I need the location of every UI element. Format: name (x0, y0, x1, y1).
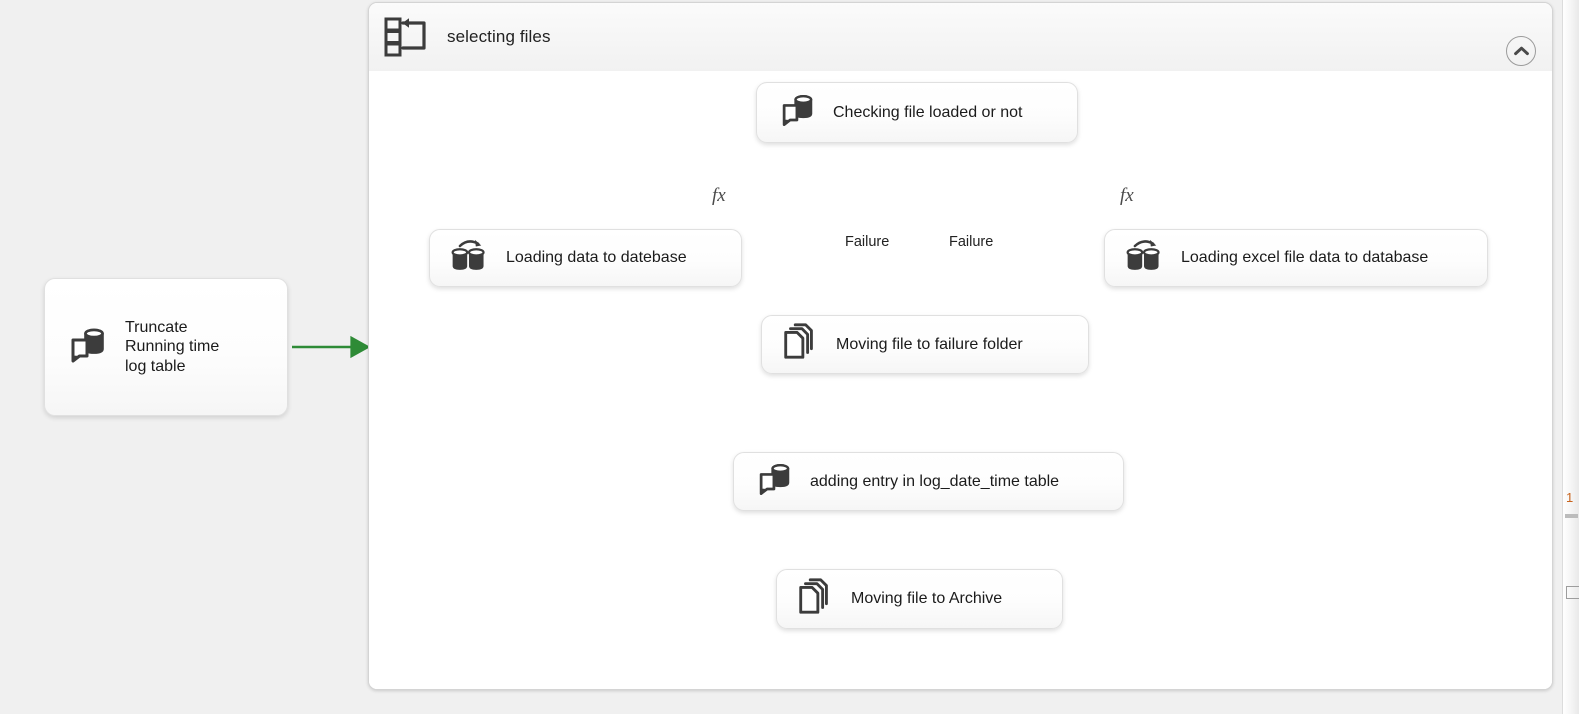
edge-label-fx-left: fx (712, 185, 726, 206)
edge-label-failure-left: Failure (845, 234, 890, 250)
right-panel-divider (1565, 514, 1578, 518)
database-transfer-icon (448, 236, 490, 281)
group-header: selecting files (369, 3, 1552, 72)
file-database-icon (63, 322, 109, 373)
node-label: Moving file to Archive (851, 590, 1003, 608)
node-moving-file-to-failure-folder[interactable]: Moving file to failure folder (761, 315, 1089, 374)
right-panel-number: 1 (1566, 490, 1574, 505)
node-moving-file-to-archive[interactable]: Moving file to Archive (776, 569, 1063, 629)
chevron-up-icon (1513, 46, 1529, 56)
node-loading-excel-file-data-to-database[interactable]: Loading excel file data to database (1104, 229, 1488, 287)
file-database-icon (752, 458, 794, 505)
node-label: Loading data to datebase (506, 249, 687, 267)
documents-stack-icon (795, 576, 835, 623)
group-title: selecting files (447, 27, 551, 46)
node-label: adding entry in log_date_time table (810, 472, 1060, 490)
node-truncate-running-time-log-table[interactable]: Truncate Running time log table (44, 278, 288, 416)
edge-label-fx-right: fx (1120, 185, 1134, 206)
node-loading-data-to-datebase[interactable]: Loading data to datebase (429, 229, 742, 287)
flow-sequence-icon (383, 15, 429, 59)
right-panel-box-icon[interactable] (1566, 586, 1579, 599)
collapse-group-button[interactable] (1506, 36, 1536, 66)
node-label: Moving file to failure folder (836, 335, 1023, 353)
node-adding-entry-in-log-date-time-table[interactable]: adding entry in log_date_time table (733, 452, 1124, 511)
file-database-icon (775, 89, 817, 136)
node-label: Truncate Running time log table (125, 318, 220, 375)
node-label: Checking file loaded or not (833, 103, 1023, 121)
node-label: Loading excel file data to database (1181, 249, 1429, 267)
documents-stack-icon (780, 321, 820, 368)
node-checking-file-loaded-or-not[interactable]: Checking file loaded or not (756, 82, 1078, 143)
database-transfer-icon (1123, 236, 1165, 281)
right-side-panel[interactable]: 1 (1562, 0, 1579, 714)
edge-label-failure-right: Failure (949, 234, 994, 250)
